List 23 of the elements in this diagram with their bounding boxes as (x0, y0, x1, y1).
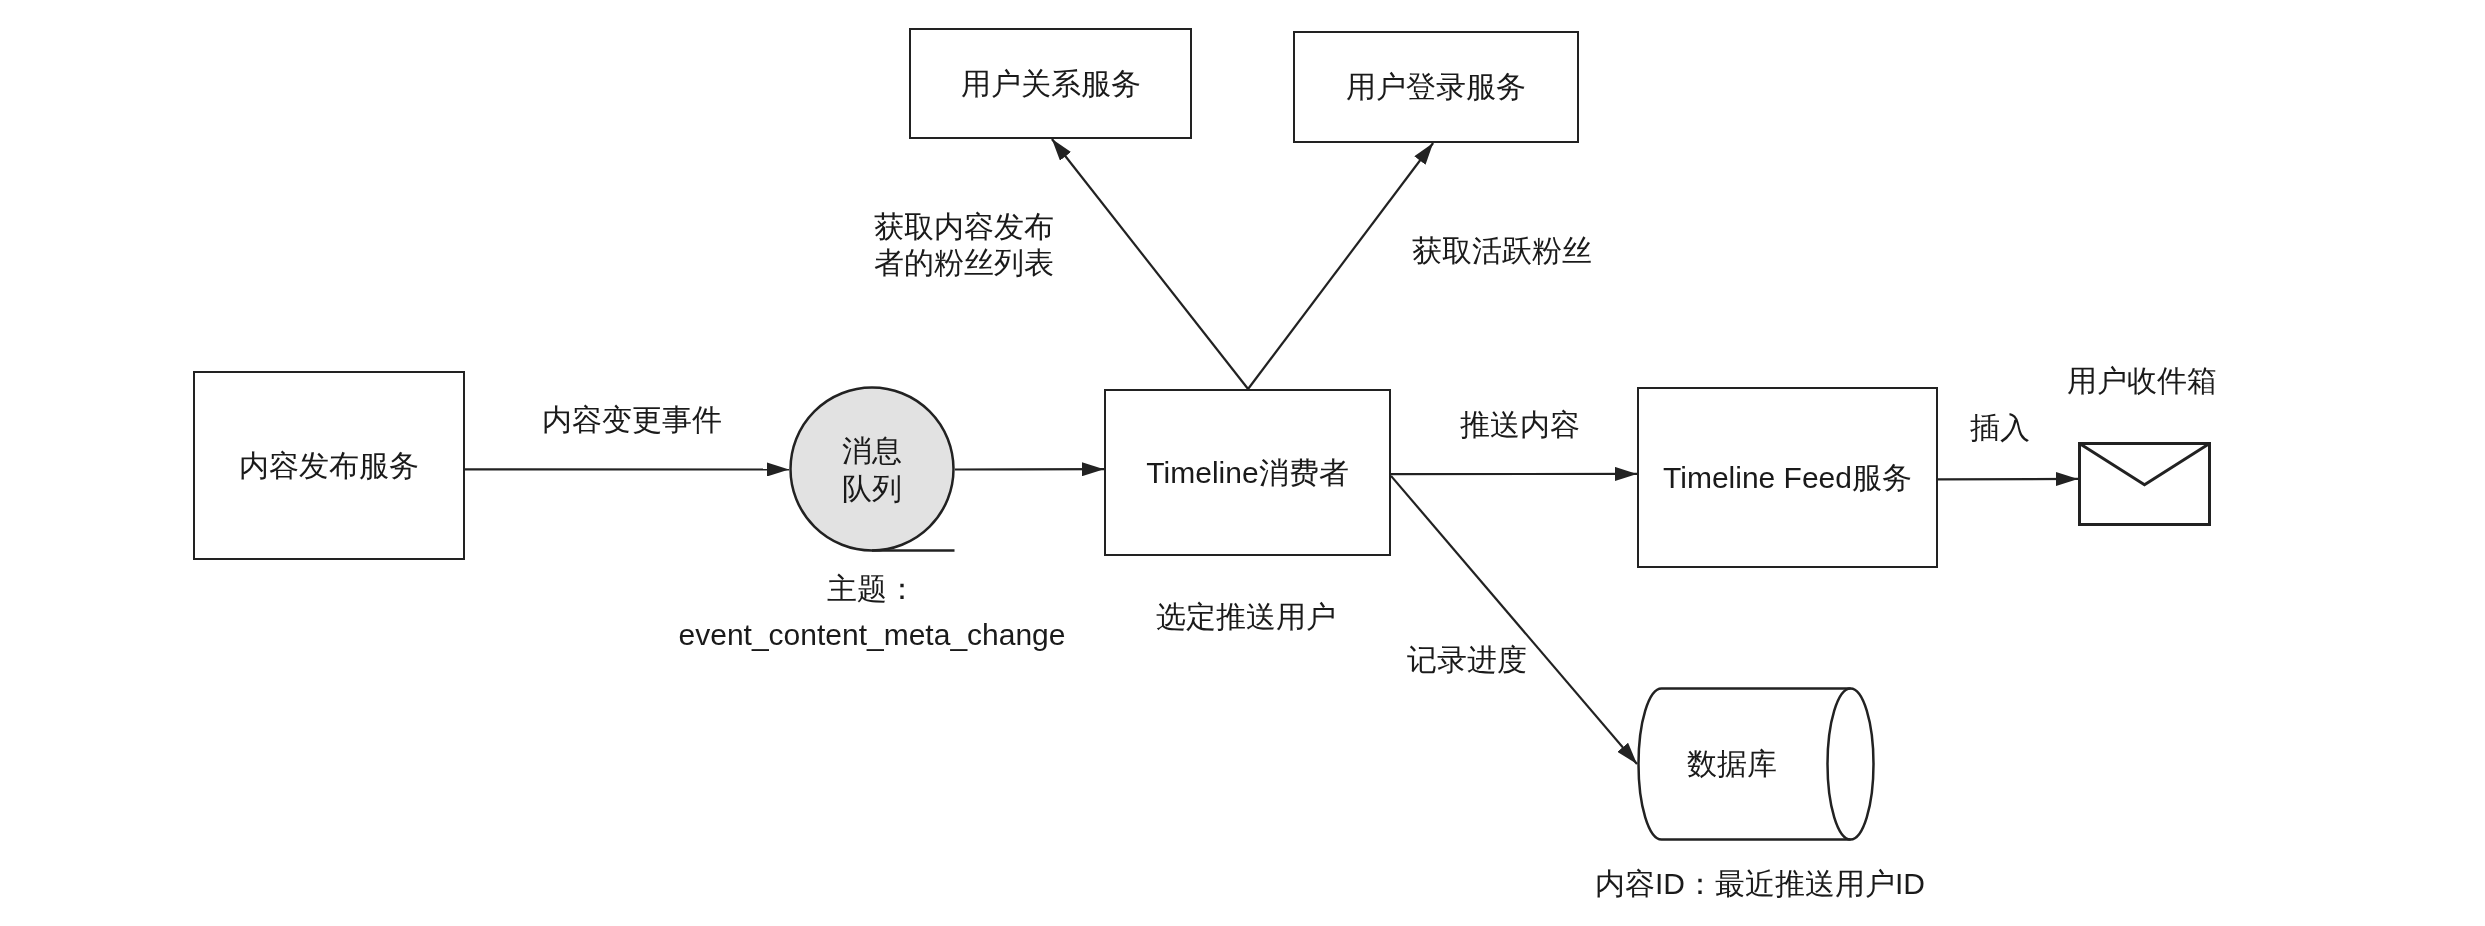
arrow (1390, 475, 1638, 765)
arrow (1391, 466, 1637, 481)
queue-label: 消息队列 (841, 433, 903, 507)
service-name: Timeline消费者 (1146, 454, 1349, 491)
arrow (955, 462, 1104, 477)
record-caption: 内容ID：最近推送用户ID (1595, 866, 1925, 902)
arrow (1938, 472, 2078, 486)
arrow (465, 462, 789, 477)
service-box (909, 28, 1192, 139)
arrow (1247, 142, 1434, 390)
service-box (193, 371, 465, 560)
service-name: 用户登录服务 (1346, 69, 1526, 106)
step-caption: 选定推送用户 (1156, 599, 1336, 635)
edge-label: 插入 (1970, 410, 2030, 446)
database-label: 数据库 (1687, 746, 1777, 783)
service-name: 内容发布服务 (239, 447, 419, 484)
service-name: Timeline Feed服务 (1663, 459, 1912, 496)
inbox-caption: 用户收件箱 (2067, 363, 2217, 399)
service-box (1293, 31, 1579, 143)
service-name: 用户关系服务 (960, 65, 1141, 102)
topic-caption: 主题：event_content_meta_change (677, 571, 1067, 653)
arrow (1051, 138, 1249, 390)
service-box (1637, 387, 1938, 568)
